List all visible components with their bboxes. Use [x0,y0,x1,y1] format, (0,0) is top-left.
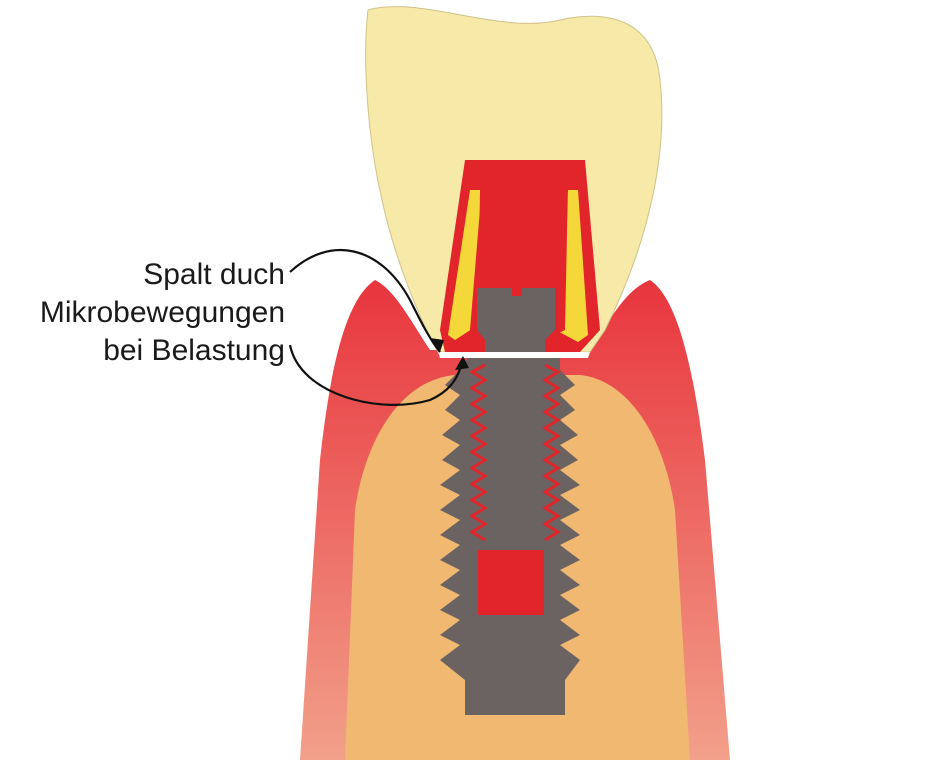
annotation-line-2: Mikrobewegungen [39,296,285,329]
micro-gap [438,352,590,358]
abutment-core [470,185,568,338]
annotation-line-1: Spalt duch [143,258,285,291]
cement-left [448,190,480,340]
screw-slot [512,288,522,296]
annotation-line-3: bei Belastung [103,334,285,367]
abutment-screw [477,288,555,545]
arrow-upper-head [430,338,444,352]
arrow-lower-head [455,356,469,370]
arrow-upper [289,248,441,353]
internal-thread-right [542,363,562,542]
arrow-lower [288,344,464,406]
internal-thread-left [468,363,488,542]
implant-internal-hex [478,550,544,615]
